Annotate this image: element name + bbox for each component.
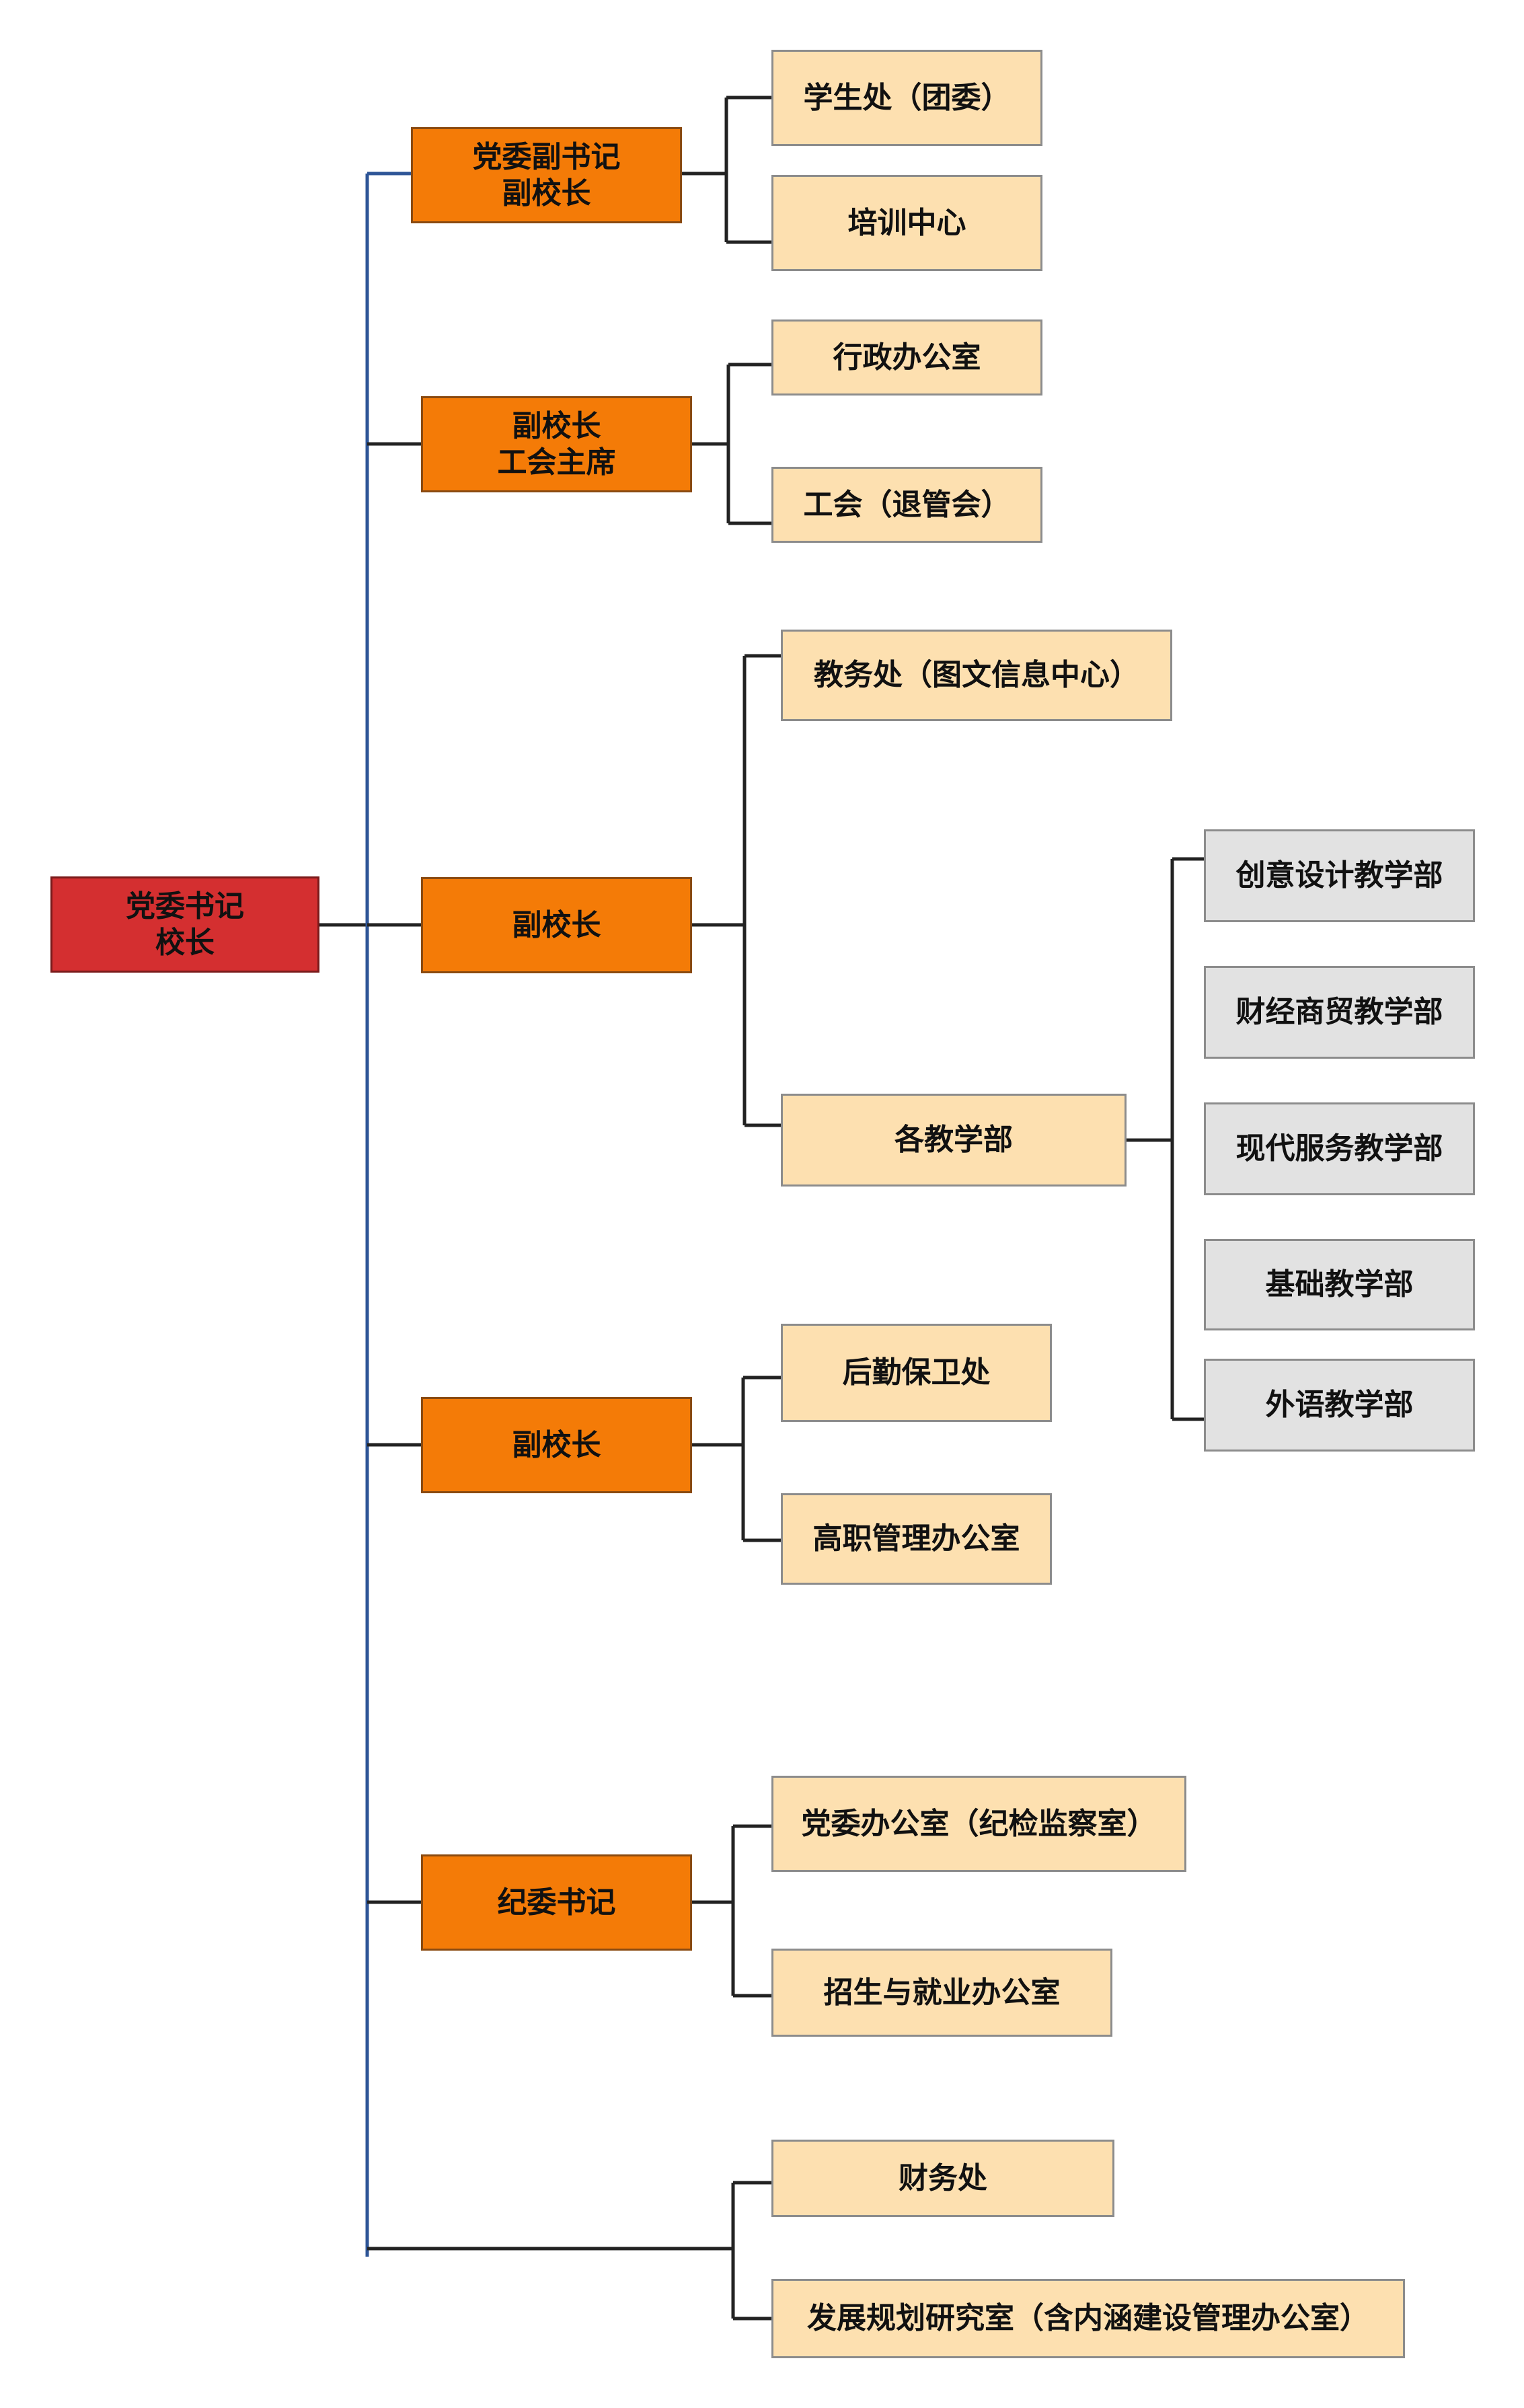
root-subtitle: 校长 (155, 925, 215, 960)
office-node-admissions: 招生与就业办公室 (771, 1949, 1112, 2037)
office-node-student-affairs: 学生处（团委） (771, 50, 1042, 146)
office-node-training-center: 培训中心 (771, 175, 1042, 271)
leader-node-1: 党委副书记 副校长 (411, 127, 682, 223)
office-node-union: 工会（退管会） (771, 467, 1042, 543)
office-label: 财务处 (899, 2160, 987, 2195)
leader-3-title: 副校长 (512, 907, 601, 942)
dept-node-foreign-language: 外语教学部 (1204, 1359, 1475, 1452)
office-node-academic-affairs: 教务处（图文信息中心） (781, 630, 1172, 721)
dept-label: 外语教学部 (1265, 1388, 1414, 1422)
office-node-planning: 发展规划研究室（含内涵建设管理办公室） (771, 2279, 1405, 2358)
office-label: 教务处（图文信息中心） (814, 658, 1139, 692)
leader-1-subtitle: 副校长 (502, 176, 591, 211)
office-label: 党委办公室（纪检监察室） (801, 1806, 1157, 1841)
leader-2-subtitle: 工会主席 (497, 445, 616, 480)
dept-node-modern-service: 现代服务教学部 (1204, 1102, 1475, 1195)
leader-node-5: 纪委书记 (421, 1854, 692, 1951)
leader-2-title: 副校长 (512, 408, 601, 443)
leader-node-4: 副校长 (421, 1397, 692, 1493)
office-label: 高职管理办公室 (812, 1521, 1020, 1556)
office-label: 后勤保卫处 (842, 1355, 991, 1390)
office-node-logistics: 后勤保卫处 (781, 1324, 1052, 1422)
dept-label: 创意设计教学部 (1235, 858, 1443, 893)
dept-node-finance-trade: 财经商贸教学部 (1204, 966, 1475, 1059)
office-node-finance: 财务处 (771, 2140, 1114, 2217)
dept-node-basic: 基础教学部 (1204, 1239, 1475, 1330)
root-node: 党委书记 校长 (50, 876, 319, 973)
dept-label: 现代服务教学部 (1235, 1131, 1443, 1166)
office-label: 培训中心 (847, 205, 966, 240)
dept-label: 基础教学部 (1265, 1267, 1414, 1302)
leader-node-2: 副校长 工会主席 (421, 396, 692, 492)
office-node-higher-voc: 高职管理办公室 (781, 1493, 1052, 1585)
office-node-teaching-depts: 各教学部 (781, 1094, 1127, 1187)
office-label: 招生与就业办公室 (823, 1975, 1061, 2010)
dept-label: 财经商贸教学部 (1235, 995, 1443, 1029)
dept-node-creative-design: 创意设计教学部 (1204, 829, 1475, 922)
office-label: 发展规划研究室（含内涵建设管理办公室） (807, 2301, 1369, 2335)
leader-4-title: 副校长 (512, 1427, 601, 1462)
leader-1-title: 党委副书记 (472, 139, 621, 174)
office-label: 学生处（团委） (803, 80, 1011, 115)
office-label: 工会（退管会） (803, 487, 1011, 522)
leader-5-title: 纪委书记 (497, 1885, 616, 1920)
root-title: 党委书记 (126, 889, 244, 924)
office-node-party-office: 党委办公室（纪检监察室） (771, 1776, 1186, 1872)
office-label: 各教学部 (894, 1123, 1013, 1157)
office-label: 行政办公室 (833, 340, 981, 375)
leader-node-3: 副校长 (421, 877, 692, 973)
office-node-admin: 行政办公室 (771, 319, 1042, 396)
